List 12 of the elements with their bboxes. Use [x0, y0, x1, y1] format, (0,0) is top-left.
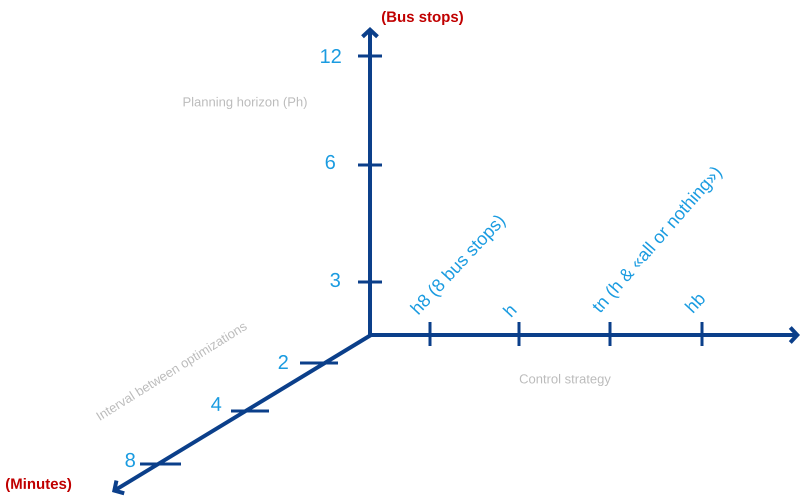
tick-label: 2: [278, 355, 288, 369]
tick-label: 8: [126, 452, 135, 468]
axis-title: Planning horizon (Ph): [184, 96, 307, 110]
tick-label: hb: [684, 294, 705, 314]
axis-unit-label: (Minutes): [6, 478, 72, 492]
tick-label: 4: [211, 397, 222, 411]
tick-label: 12: [321, 49, 341, 63]
axis-title: Control strategy: [520, 374, 611, 386]
axis-unit-label: (Bus stops): [382, 11, 463, 25]
tick-label: h: [502, 306, 517, 318]
tick-label: 6: [326, 154, 335, 170]
tick-label: 3: [330, 272, 340, 288]
